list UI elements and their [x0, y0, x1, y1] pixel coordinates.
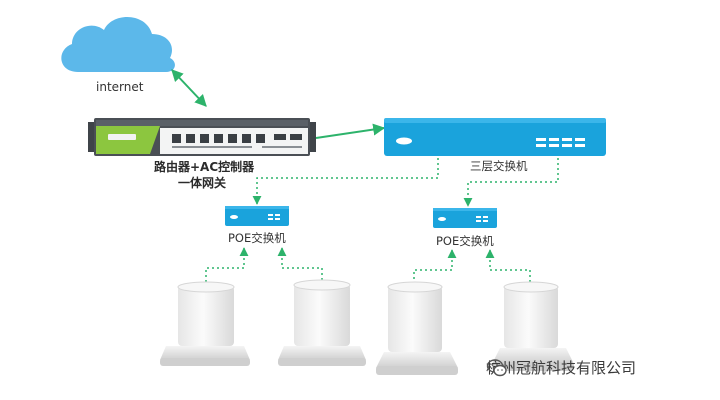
- access-point-2: [278, 279, 366, 366]
- internet-label: internet: [96, 80, 144, 94]
- gateway-label-line1: 路由器+AC控制器: [154, 160, 255, 174]
- wechat-icon: [486, 359, 507, 377]
- access-point-3: [376, 281, 458, 375]
- link-poe-left-ap2: [277, 247, 323, 280]
- access-point-1: [160, 281, 250, 366]
- gateway-label-line2: 一体网关: [178, 176, 227, 190]
- link-poe-left-ap1: [205, 247, 249, 282]
- link-gateway-core: [315, 123, 386, 139]
- watermark-text: 杭州冠航科技有限公司: [486, 359, 637, 377]
- watermark: 杭州冠航科技有限公司: [486, 357, 636, 378]
- poe-switch-right-label: POE交换机: [436, 234, 494, 248]
- link-poe-right-ap4: [485, 249, 531, 282]
- core-switch-device: [384, 118, 606, 156]
- gateway-device: [88, 118, 316, 156]
- poe-switch-left-device: [225, 206, 289, 226]
- cloud-icon: [61, 16, 175, 72]
- poe-switch-left-label: POE交换机: [228, 231, 286, 245]
- access-point-4: [492, 281, 574, 371]
- link-internet-gateway: [171, 69, 207, 107]
- link-core-poe-right: [463, 158, 559, 207]
- link-poe-right-ap3: [413, 249, 457, 280]
- core-switch-label: 三层交换机: [470, 159, 528, 173]
- poe-switch-right-device: [433, 208, 497, 228]
- link-core-poe-left: [252, 158, 439, 205]
